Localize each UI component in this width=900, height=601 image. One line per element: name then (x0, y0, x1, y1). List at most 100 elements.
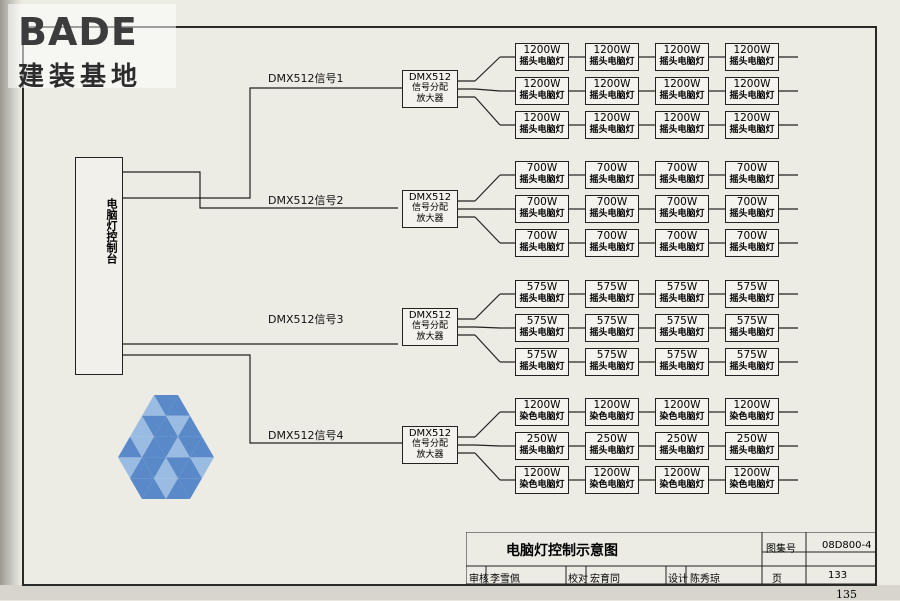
fixture-power: 700W (526, 162, 558, 174)
fixture-power: 575W (596, 281, 628, 293)
fixture-power: 1200W (593, 112, 631, 124)
atlas-number-label: 图集号 (766, 544, 796, 555)
page-value: 133 (828, 570, 848, 581)
amplifier-label-line: 放大器 (416, 450, 444, 460)
fixture-power: 575W (736, 349, 768, 361)
fixture-power: 700W (736, 230, 768, 242)
fixture-type: 摇头电脑灯 (659, 209, 705, 219)
fixture-power: 575W (596, 349, 628, 361)
fixture-type: 摇头电脑灯 (589, 57, 635, 67)
drawing-title: 电脑灯控制示意图 (506, 543, 618, 559)
fixture-type: 摇头电脑灯 (589, 125, 635, 135)
amplifier-label-line: 信号分配 (411, 203, 448, 213)
fixture-type: 摇头电脑灯 (519, 91, 565, 101)
fixture-type: 染色电脑灯 (519, 480, 565, 490)
review-name: 李雪佩 (490, 574, 520, 585)
fixture-power: 1200W (593, 44, 631, 56)
fixture-type: 摇头电脑灯 (589, 328, 635, 338)
page-label: 页 (772, 574, 782, 585)
watermark-logo: BADE 建装基地 (8, 4, 176, 92)
check-label: 校对 (568, 574, 588, 585)
logo-wordmark: BADE (18, 10, 138, 54)
amplifier-label-line: DMX512 (408, 72, 452, 83)
fixture-power: 1200W (663, 78, 701, 90)
page-binding (0, 0, 22, 600)
fixture-type: 摇头电脑灯 (659, 446, 705, 456)
fixture-power: 250W (666, 433, 698, 445)
fixture-type: 摇头电脑灯 (589, 243, 635, 253)
fixture-type: 摇头电脑灯 (659, 125, 705, 135)
fixture-type: 染色电脑灯 (589, 412, 635, 422)
fixture-power: 1200W (593, 399, 631, 411)
fixture-power: 1200W (593, 78, 631, 90)
fixture-type: 摇头电脑灯 (729, 209, 775, 219)
fixture-type: 摇头电脑灯 (729, 446, 775, 456)
fixture-type: 染色电脑灯 (659, 480, 705, 490)
amplifier-label-line: 信号分配 (411, 439, 448, 449)
fixture-power: 700W (666, 162, 698, 174)
fixture-type: 摇头电脑灯 (589, 209, 635, 219)
fixture-type: 摇头电脑灯 (589, 175, 635, 185)
fixture-type: 摇头电脑灯 (589, 362, 635, 372)
fixture-type: 摇头电脑灯 (729, 243, 775, 253)
fixture-type: 摇头电脑灯 (659, 362, 705, 372)
fixture-power: 1200W (733, 44, 771, 56)
review-label: 审核 (469, 574, 489, 585)
fixture-power: 700W (596, 230, 628, 242)
fixture-type: 摇头电脑灯 (729, 91, 775, 101)
fixture-type: 摇头电脑灯 (519, 446, 565, 456)
fixture-power: 700W (736, 162, 768, 174)
fixture-type: 摇头电脑灯 (729, 125, 775, 135)
fixture-type: 摇头电脑灯 (589, 294, 635, 304)
fixture-power: 250W (736, 433, 768, 445)
fixture-power: 575W (666, 315, 698, 327)
fixture-power: 1200W (733, 467, 771, 479)
signal-label-4: DMX512信号4 (268, 429, 344, 442)
fixture-power: 1200W (663, 399, 701, 411)
fixture-type: 摇头电脑灯 (729, 175, 775, 185)
fixture-type: 摇头电脑灯 (729, 57, 775, 67)
fixture-power: 1200W (523, 44, 561, 56)
fixture-power: 1200W (523, 112, 561, 124)
fixture-type: 摇头电脑灯 (729, 294, 775, 304)
fixture-power: 1200W (663, 467, 701, 479)
signal-line-2 (123, 171, 398, 209)
fixture-power: 1200W (733, 399, 771, 411)
fixture-power: 700W (596, 162, 628, 174)
logo-subtitle: 建装基地 (18, 62, 143, 92)
fixture-power: 575W (526, 315, 558, 327)
title-block: 电脑灯控制示意图 图集号 08D800-4 页 133 审核 李雪佩 校对 宏育… (466, 532, 876, 585)
controller-label: 电脑灯控制台 (105, 198, 118, 264)
fixture-power: 1200W (523, 78, 561, 90)
fixture-type: 摇头电脑灯 (659, 91, 705, 101)
fixture-power: 1200W (523, 467, 561, 479)
fixture-type: 摇头电脑灯 (659, 243, 705, 253)
page-bottom-edge (0, 585, 900, 600)
sheet-page-number: 135 (836, 588, 857, 601)
fixture-type: 染色电脑灯 (729, 412, 775, 422)
